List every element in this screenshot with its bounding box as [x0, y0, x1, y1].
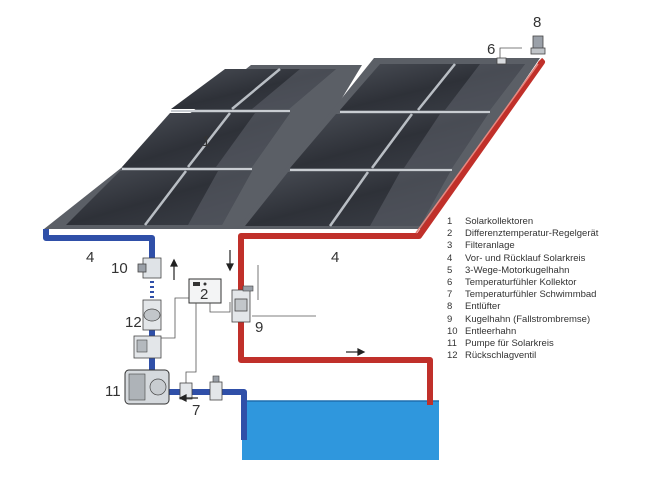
collector-panel-highlight [445, 64, 525, 110]
legend-item: 11 Pumpe für Solarkreis [447, 338, 647, 350]
callout-12: 12 [125, 314, 142, 331]
pool-water [242, 401, 439, 460]
legend-item-number: 1 [447, 216, 453, 227]
collector-temperature-sensor [496, 47, 522, 65]
legend-item-number: 5 [447, 264, 453, 276]
legend-item-label: Vor- und Rücklauf Solarkreis [465, 252, 586, 264]
legend-item-number: 3 [447, 240, 453, 252]
legend-item: 1 Solarkollektoren [447, 216, 647, 228]
legend-item-label: Temperaturfühler Kollektor [465, 276, 577, 288]
legend-item: 4 Vor- und Rücklauf Solarkreis [447, 253, 647, 265]
legend-item-number: 4 [447, 252, 453, 264]
callout-4-right: 4 [331, 249, 339, 266]
legend-item-number: 11 [447, 337, 457, 349]
collector-divider [370, 113, 414, 169]
collector-divider [231, 68, 281, 110]
flow-arrow-left-icon [178, 394, 198, 402]
callout-7: 7 [192, 402, 200, 419]
swimming-pool [242, 400, 439, 460]
callout-10: 10 [111, 260, 128, 277]
legend-item: 5 3-Wege-Motorkugelhahn [447, 265, 647, 277]
callout-8: 8 [533, 14, 541, 31]
callout-2: 2 [200, 286, 208, 303]
legend-item-number: 2 [447, 228, 453, 240]
callout-9: 9 [255, 319, 263, 336]
drain-valve [137, 257, 162, 279]
legend-item-label: Pumpe für Solarkreis [465, 337, 554, 349]
legend-item: 12 Rückschlagventil [447, 350, 647, 362]
collector-panel-highlight [252, 69, 336, 109]
flow-arrow-right-icon [346, 348, 366, 356]
supply-pipe-highlight [415, 63, 539, 234]
pipe-left-collector-outlet [43, 229, 155, 266]
pool-temperature-sensor [179, 375, 223, 401]
callout-11: 11 [105, 383, 121, 400]
callout-6: 6 [487, 41, 495, 58]
flow-arrow-down-icon [226, 250, 234, 272]
legend-item: 7 Temperaturfühler Schwimmbad [447, 289, 647, 301]
legend-item-label: Kugelhahn (Fallstrombremse) [465, 313, 591, 325]
differential-controller-box [188, 278, 222, 304]
legend-item-label: Differenztemperatur-Regelgerät [465, 228, 599, 240]
legend-item-number: 8 [447, 301, 453, 313]
pipe-red-to-pool [238, 322, 433, 405]
pipe-collector-supply [238, 57, 545, 290]
air-vent-valve [530, 35, 546, 55]
collector-panel-highlight [370, 172, 450, 226]
legend-item: 6 Temperaturfühler Kollektor [447, 277, 647, 289]
component-legend: 1 Solarkollektoren 2 Differenztemperatur-Re… [447, 216, 647, 362]
legend-item-label: Filteranlage [465, 240, 515, 252]
legend-item: 10 Entleerhahn [447, 326, 647, 338]
legend-item-label: Entlüfter [465, 301, 501, 313]
legend-item-number: 6 [447, 276, 453, 288]
collector-divider [144, 170, 187, 226]
check-valve [142, 299, 162, 331]
ball-valve-9 [231, 285, 254, 323]
flow-arrows [170, 250, 366, 402]
legend-item-label: Entleerhahn [465, 325, 517, 337]
legend-item-label: Rückschlagventil [465, 350, 537, 362]
legend-item: 9 Kugelhahn (Fallstrombremse) [447, 314, 647, 326]
legend-item-label: 3-Wege-Motorkugelhahn [465, 264, 570, 276]
collector-field-right [237, 58, 540, 229]
flow-arrow-up-icon [170, 258, 178, 280]
callout-4-left: 4 [86, 249, 94, 266]
legend-item-number: 12 [447, 350, 458, 362]
legend-item-label: Temperaturfühler Schwimmbad [465, 289, 597, 301]
legend-item-number: 9 [447, 313, 453, 325]
collector-panel-highlight [188, 171, 252, 225]
collector-divider [187, 112, 231, 168]
collector-divider [417, 63, 456, 111]
controller-wiring [161, 297, 316, 392]
legend-item-label: Solarkollektoren [465, 216, 534, 227]
solar-circuit-pump [124, 369, 170, 405]
legend-item: 3 Filteranlage [447, 240, 647, 252]
pipes-warm [238, 57, 545, 405]
legend-item-number: 10 [447, 325, 458, 337]
collector-panel-highlight [216, 113, 290, 167]
legend-item: 2 Differenztemperatur-Regelgerät [447, 228, 647, 240]
legend-item-number: 7 [447, 289, 453, 301]
callout-1: 1 [202, 133, 210, 150]
legend-item: 8 Entlüfter [447, 301, 647, 313]
three-way-motor-valve [133, 335, 162, 359]
collector-panel-highlight [404, 114, 488, 168]
collector-divider [328, 171, 370, 227]
